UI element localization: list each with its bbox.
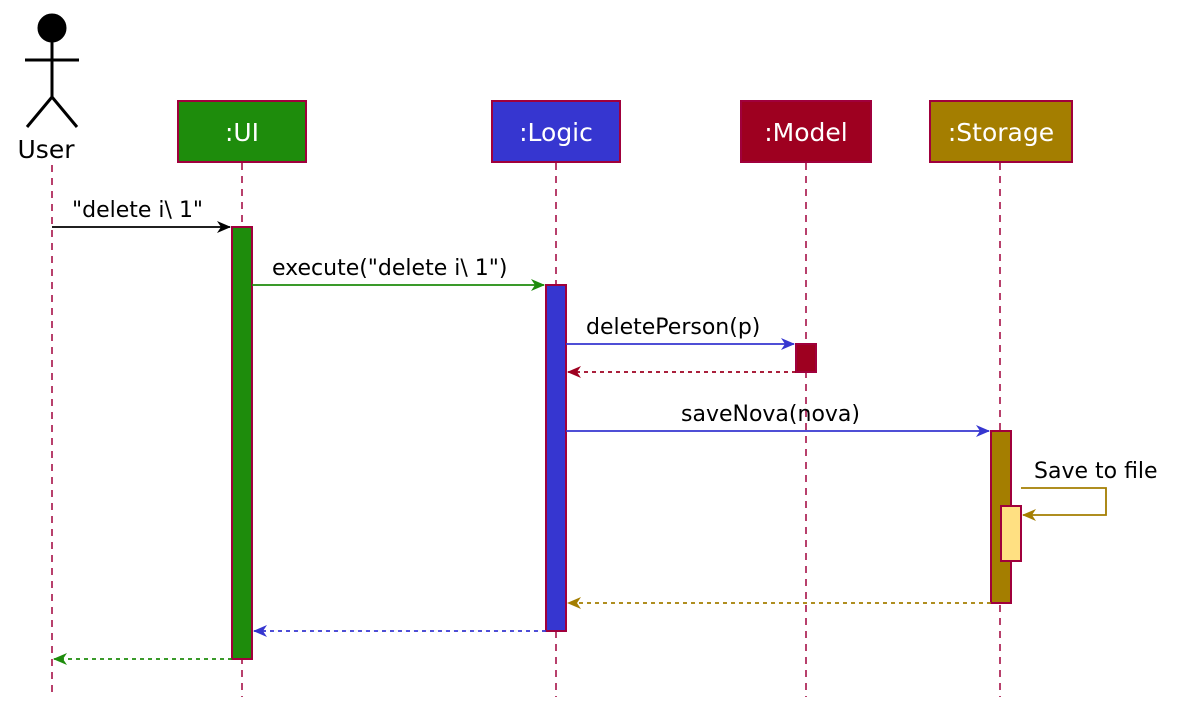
message-label: deletePerson(p) (586, 315, 760, 340)
participant-label-storage: :Storage (948, 118, 1054, 147)
participant-label-logic: :Logic (519, 118, 593, 147)
participant-storage: :Storage (929, 100, 1073, 163)
activation-logic (545, 284, 567, 632)
actor-left-leg (25, 96, 54, 128)
message-label: Save to file (1034, 459, 1158, 484)
participant-label-ui: :UI (225, 118, 259, 147)
participant-label-model: :Model (764, 118, 847, 147)
self-call-arrow (1021, 487, 1107, 521)
participant-box-storage (929, 100, 1073, 163)
participant-box-ui (177, 100, 307, 163)
actor-user (25, 13, 79, 128)
participant-logic: :Logic (491, 100, 621, 163)
participant-ui: :UI (177, 100, 307, 163)
participant-box-model (740, 100, 872, 163)
message-label: "delete i\ 1" (72, 198, 203, 223)
actor-label: User (18, 135, 76, 164)
activation-model (795, 343, 817, 373)
activation-ui (231, 226, 253, 660)
lifelines (51, 163, 1001, 697)
message-label: saveNova(nova) (681, 402, 860, 427)
message-ui-to-logic: execute("delete i\ 1") (252, 256, 545, 291)
participant-model: :Model (740, 100, 872, 163)
message-logic-to-model: deletePerson(p) (566, 315, 795, 350)
message-logic-to-storage: saveNova(nova) (566, 402, 990, 437)
activation-storage-self (1000, 505, 1022, 562)
actor-right-leg (50, 96, 79, 128)
actor-head (37, 13, 67, 43)
participant-box-logic (491, 100, 621, 163)
message-storage-self: Save to file (1021, 459, 1158, 521)
message-user-to-ui: "delete i\ 1" (52, 198, 231, 233)
message-label: execute("delete i\ 1") (272, 256, 507, 281)
